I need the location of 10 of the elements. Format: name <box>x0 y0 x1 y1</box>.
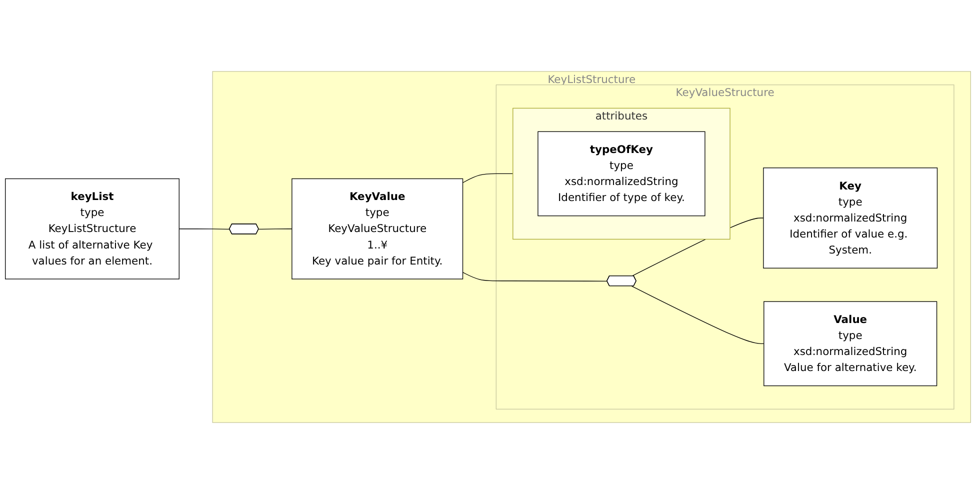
connector <box>178 228 230 230</box>
node-box: KeyValue type KeyValueStructure 1..¥ Key value pair for Entity. <box>292 178 464 280</box>
node-box: keyList type KeyListStructure A list of alternative Key values for an element. <box>5 178 180 280</box>
node-box: typeOfKey type xsd:normalizedString Identifier of type of key. <box>538 131 706 216</box>
connector <box>462 173 514 184</box>
node-box: Key type xsd:normalizedString Identifier of value e.g. System. <box>763 168 938 268</box>
connector <box>631 286 764 344</box>
connector <box>258 228 292 230</box>
connector <box>462 272 608 282</box>
node-box: Value type xsd:normalizedString Value for alternative key. <box>764 301 938 386</box>
